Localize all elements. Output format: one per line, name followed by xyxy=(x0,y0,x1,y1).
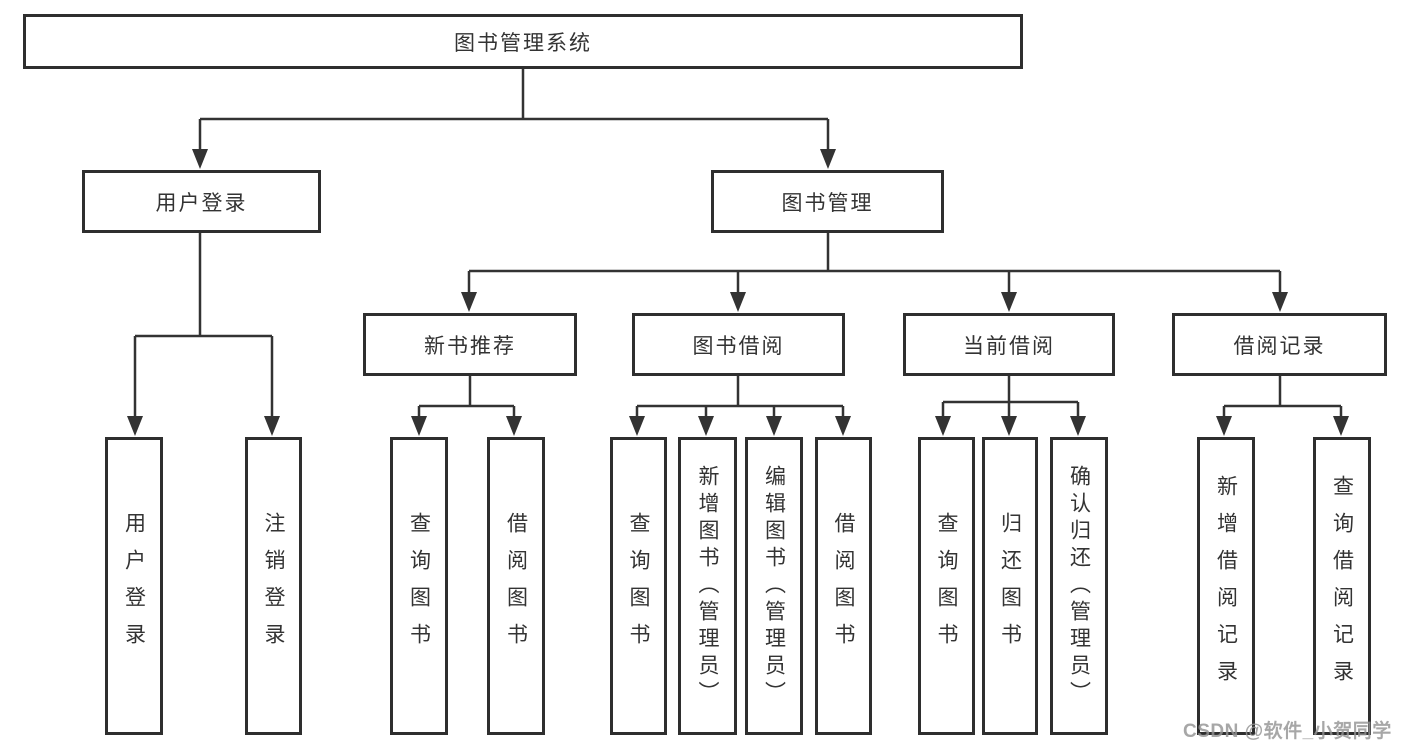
node-root-system: 图书管理系统 xyxy=(23,14,1023,69)
leaf-recommend-query-books: 查询图书 xyxy=(390,437,448,735)
leaf-return-books: 归还图书 xyxy=(982,437,1038,735)
node-book-borrow: 图书借阅 xyxy=(632,313,845,376)
node-borrow-records: 借阅记录 xyxy=(1172,313,1387,376)
leaf-user-login: 用户登录 xyxy=(105,437,163,735)
leaf-add-borrow-record: 新增借阅记录 xyxy=(1197,437,1255,735)
leaf-confirm-return-admin: 确认归还（管理员） xyxy=(1050,437,1108,735)
leaf-borrow-borrow-books: 借阅图书 xyxy=(815,437,872,735)
leaf-logout-login: 注销登录 xyxy=(245,437,302,735)
leaf-query-borrow-record: 查询借阅记录 xyxy=(1313,437,1371,735)
node-book-management: 图书管理 xyxy=(711,170,944,233)
leaf-recommend-borrow-books: 借阅图书 xyxy=(487,437,545,735)
leaf-borrow-query-books: 查询图书 xyxy=(610,437,667,735)
leaf-edit-books-admin: 编辑图书（管理员） xyxy=(745,437,803,735)
leaf-current-query-books: 查询图书 xyxy=(918,437,975,735)
node-user-login: 用户登录 xyxy=(82,170,321,233)
node-current-borrow: 当前借阅 xyxy=(903,313,1115,376)
arrowheads xyxy=(127,149,1349,436)
node-new-book-recommend: 新书推荐 xyxy=(363,313,577,376)
leaf-add-books-admin: 新增图书（管理员） xyxy=(678,437,737,735)
